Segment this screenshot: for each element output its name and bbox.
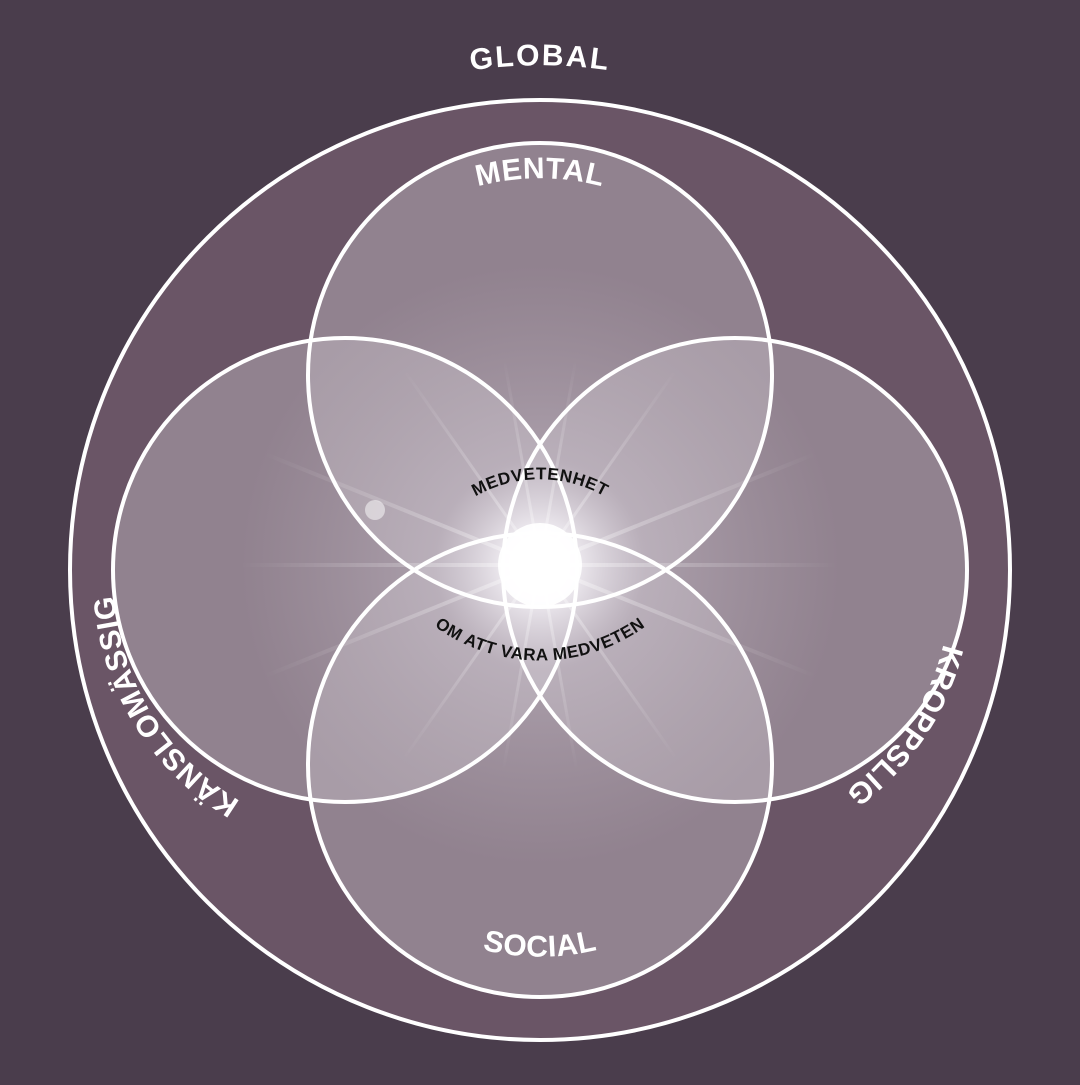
global-label: GLOBAL xyxy=(468,39,613,77)
center-light-burst xyxy=(240,265,840,865)
circle-outlines xyxy=(111,141,969,999)
social-label: SOCIAL xyxy=(481,924,599,963)
